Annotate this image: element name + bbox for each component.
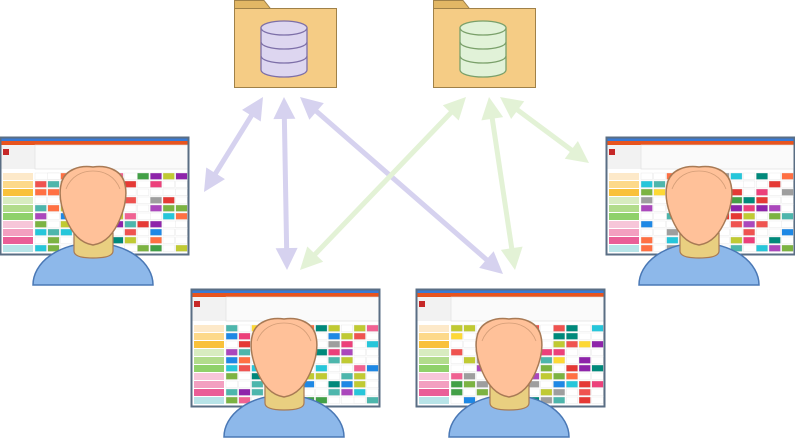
users-layer bbox=[0, 136, 795, 438]
person-icon bbox=[32, 165, 154, 286]
arrow-shaft bbox=[313, 108, 490, 263]
arrow-shaft bbox=[312, 109, 454, 258]
arrow-shaft bbox=[514, 106, 575, 154]
person-icon bbox=[448, 317, 570, 438]
user-bottom-left bbox=[190, 288, 381, 438]
repository-right bbox=[433, 0, 536, 88]
arrow-shaft bbox=[281, 116, 290, 251]
repositories-layer bbox=[234, 0, 536, 88]
link-repository-right-to-user-bottom-left bbox=[300, 97, 466, 270]
link-repository-right-to-user-bottom-right bbox=[481, 97, 523, 270]
arrow-head-end bbox=[564, 141, 589, 163]
link-repository-left-to-user-bottom-left bbox=[273, 97, 298, 270]
arrow-head-end bbox=[479, 251, 503, 274]
arrow-head-start bbox=[442, 97, 466, 121]
person-icon bbox=[638, 165, 760, 286]
arrow-head-start bbox=[500, 97, 525, 119]
arrow-head-start bbox=[481, 97, 504, 121]
person-icon bbox=[223, 317, 345, 438]
link-repository-left-to-user-bottom-right bbox=[300, 97, 503, 274]
arrow-head-start bbox=[300, 97, 324, 120]
database-icon bbox=[260, 20, 308, 78]
database-icon bbox=[459, 20, 507, 78]
arrow-head-end bbox=[275, 247, 298, 270]
arrow-shaft bbox=[489, 116, 515, 251]
repository-left bbox=[234, 0, 337, 88]
arrow-shaft bbox=[212, 112, 255, 177]
arrow-head-start bbox=[273, 97, 296, 120]
arrow-head-end bbox=[300, 246, 324, 270]
user-bottom-right bbox=[415, 288, 606, 438]
arrow-head-start bbox=[242, 97, 263, 122]
user-right bbox=[605, 136, 795, 286]
arrows-layer bbox=[204, 97, 589, 274]
arrow-head-end bbox=[204, 167, 225, 192]
arrow-head-end bbox=[500, 246, 523, 270]
link-repository-left-to-user-left bbox=[204, 97, 263, 192]
user-left bbox=[0, 136, 190, 286]
link-repository-right-to-user-right bbox=[500, 97, 589, 163]
